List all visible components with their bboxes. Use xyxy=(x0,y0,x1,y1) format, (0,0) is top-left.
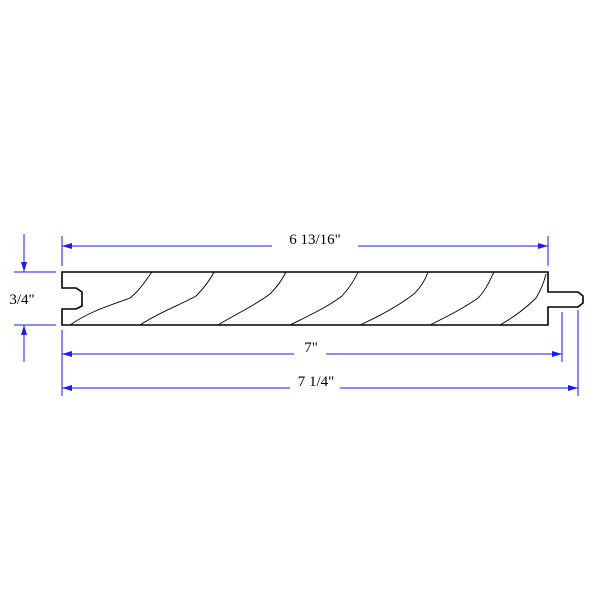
arrow-right xyxy=(552,351,562,357)
arrow-right xyxy=(568,385,578,391)
thickness-label: 3/4" xyxy=(9,292,34,308)
dimension-nominal-width: 7" xyxy=(61,312,563,362)
dimension-overall-width: 7 1/4" xyxy=(61,310,579,396)
arrow-left xyxy=(62,351,72,357)
arrow-left xyxy=(62,385,72,391)
dimension-face-width: 6 13/16" xyxy=(61,230,549,266)
dimension-thickness: 3/4" xyxy=(9,234,56,362)
overall-width-label: 7 1/4" xyxy=(298,374,335,390)
arrow-up xyxy=(21,325,27,335)
face-width-label: 6 13/16" xyxy=(289,232,341,248)
arrow-left xyxy=(62,243,72,249)
nominal-width-label: 7" xyxy=(304,340,318,356)
arrow-right xyxy=(538,243,548,249)
arrow-down xyxy=(21,262,27,272)
board-outline xyxy=(61,271,584,326)
wood-grain-hatching xyxy=(69,271,547,326)
